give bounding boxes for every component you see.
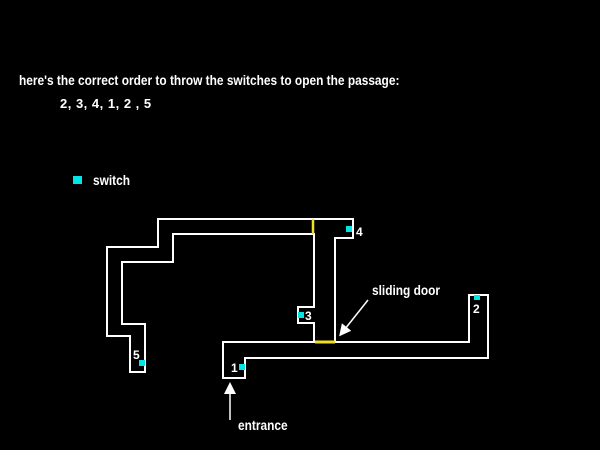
switch-4[interactable] bbox=[346, 226, 352, 232]
switch-label-1: 1 bbox=[231, 361, 238, 375]
switch-label-3: 3 bbox=[305, 309, 312, 323]
switch-label-4: 4 bbox=[356, 225, 363, 239]
sliding-door-label: sliding door bbox=[372, 282, 440, 298]
sliding-door-arrow bbox=[339, 299, 369, 337]
maze-walls bbox=[106, 218, 489, 379]
entrance-label: entrance bbox=[238, 417, 288, 433]
switch-label-5: 5 bbox=[133, 348, 140, 362]
switch-order: 2, 3, 4, 1, 2 , 5 bbox=[60, 96, 152, 111]
switch-3[interactable] bbox=[298, 312, 304, 318]
instruction-text: here's the correct order to throw the sw… bbox=[19, 72, 400, 88]
switch-5[interactable] bbox=[139, 360, 145, 366]
legend-switch-icon bbox=[73, 176, 82, 184]
switch-2[interactable] bbox=[474, 295, 480, 300]
switch-1[interactable] bbox=[239, 364, 245, 370]
switch-label-2: 2 bbox=[473, 302, 480, 316]
legend-label: switch bbox=[93, 172, 131, 188]
